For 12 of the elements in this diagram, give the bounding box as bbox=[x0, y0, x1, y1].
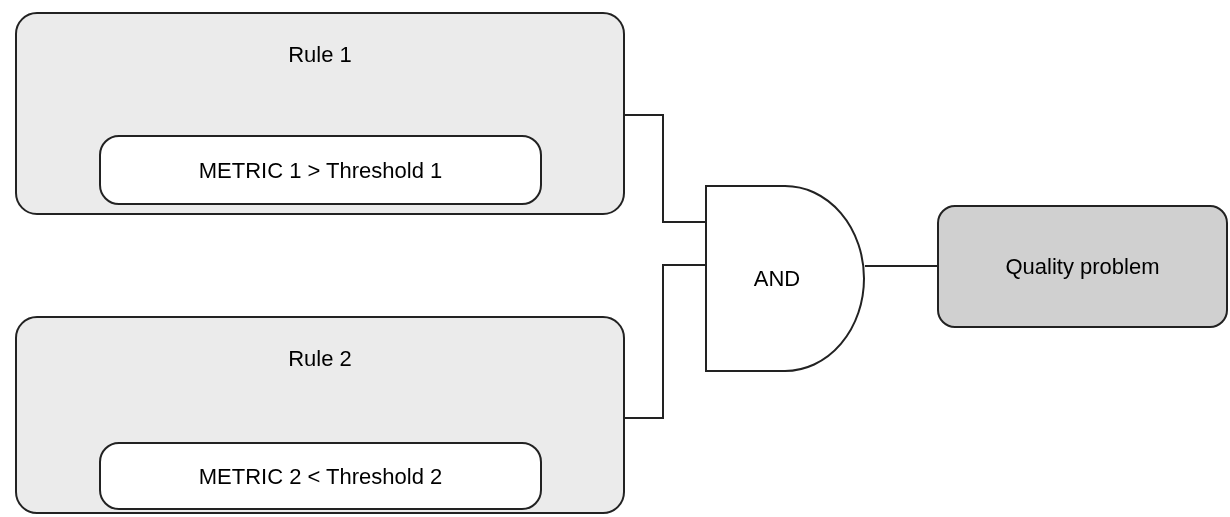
connector-line bbox=[624, 114, 706, 223]
condition-box bbox=[99, 135, 542, 205]
connector-line bbox=[864, 265, 938, 267]
rule-title: Rule 2 bbox=[288, 345, 352, 373]
result-text: Quality problem bbox=[1005, 253, 1160, 281]
gate-label: AND bbox=[753, 265, 801, 293]
connector-line bbox=[624, 264, 706, 419]
condition-text: METRIC 2 < Threshold 2 bbox=[198, 462, 443, 491]
condition-text: METRIC 1 > Threshold 1 bbox=[198, 156, 443, 185]
result-box bbox=[937, 205, 1228, 328]
condition-box bbox=[99, 442, 542, 510]
rule-title: Rule 1 bbox=[288, 41, 352, 69]
